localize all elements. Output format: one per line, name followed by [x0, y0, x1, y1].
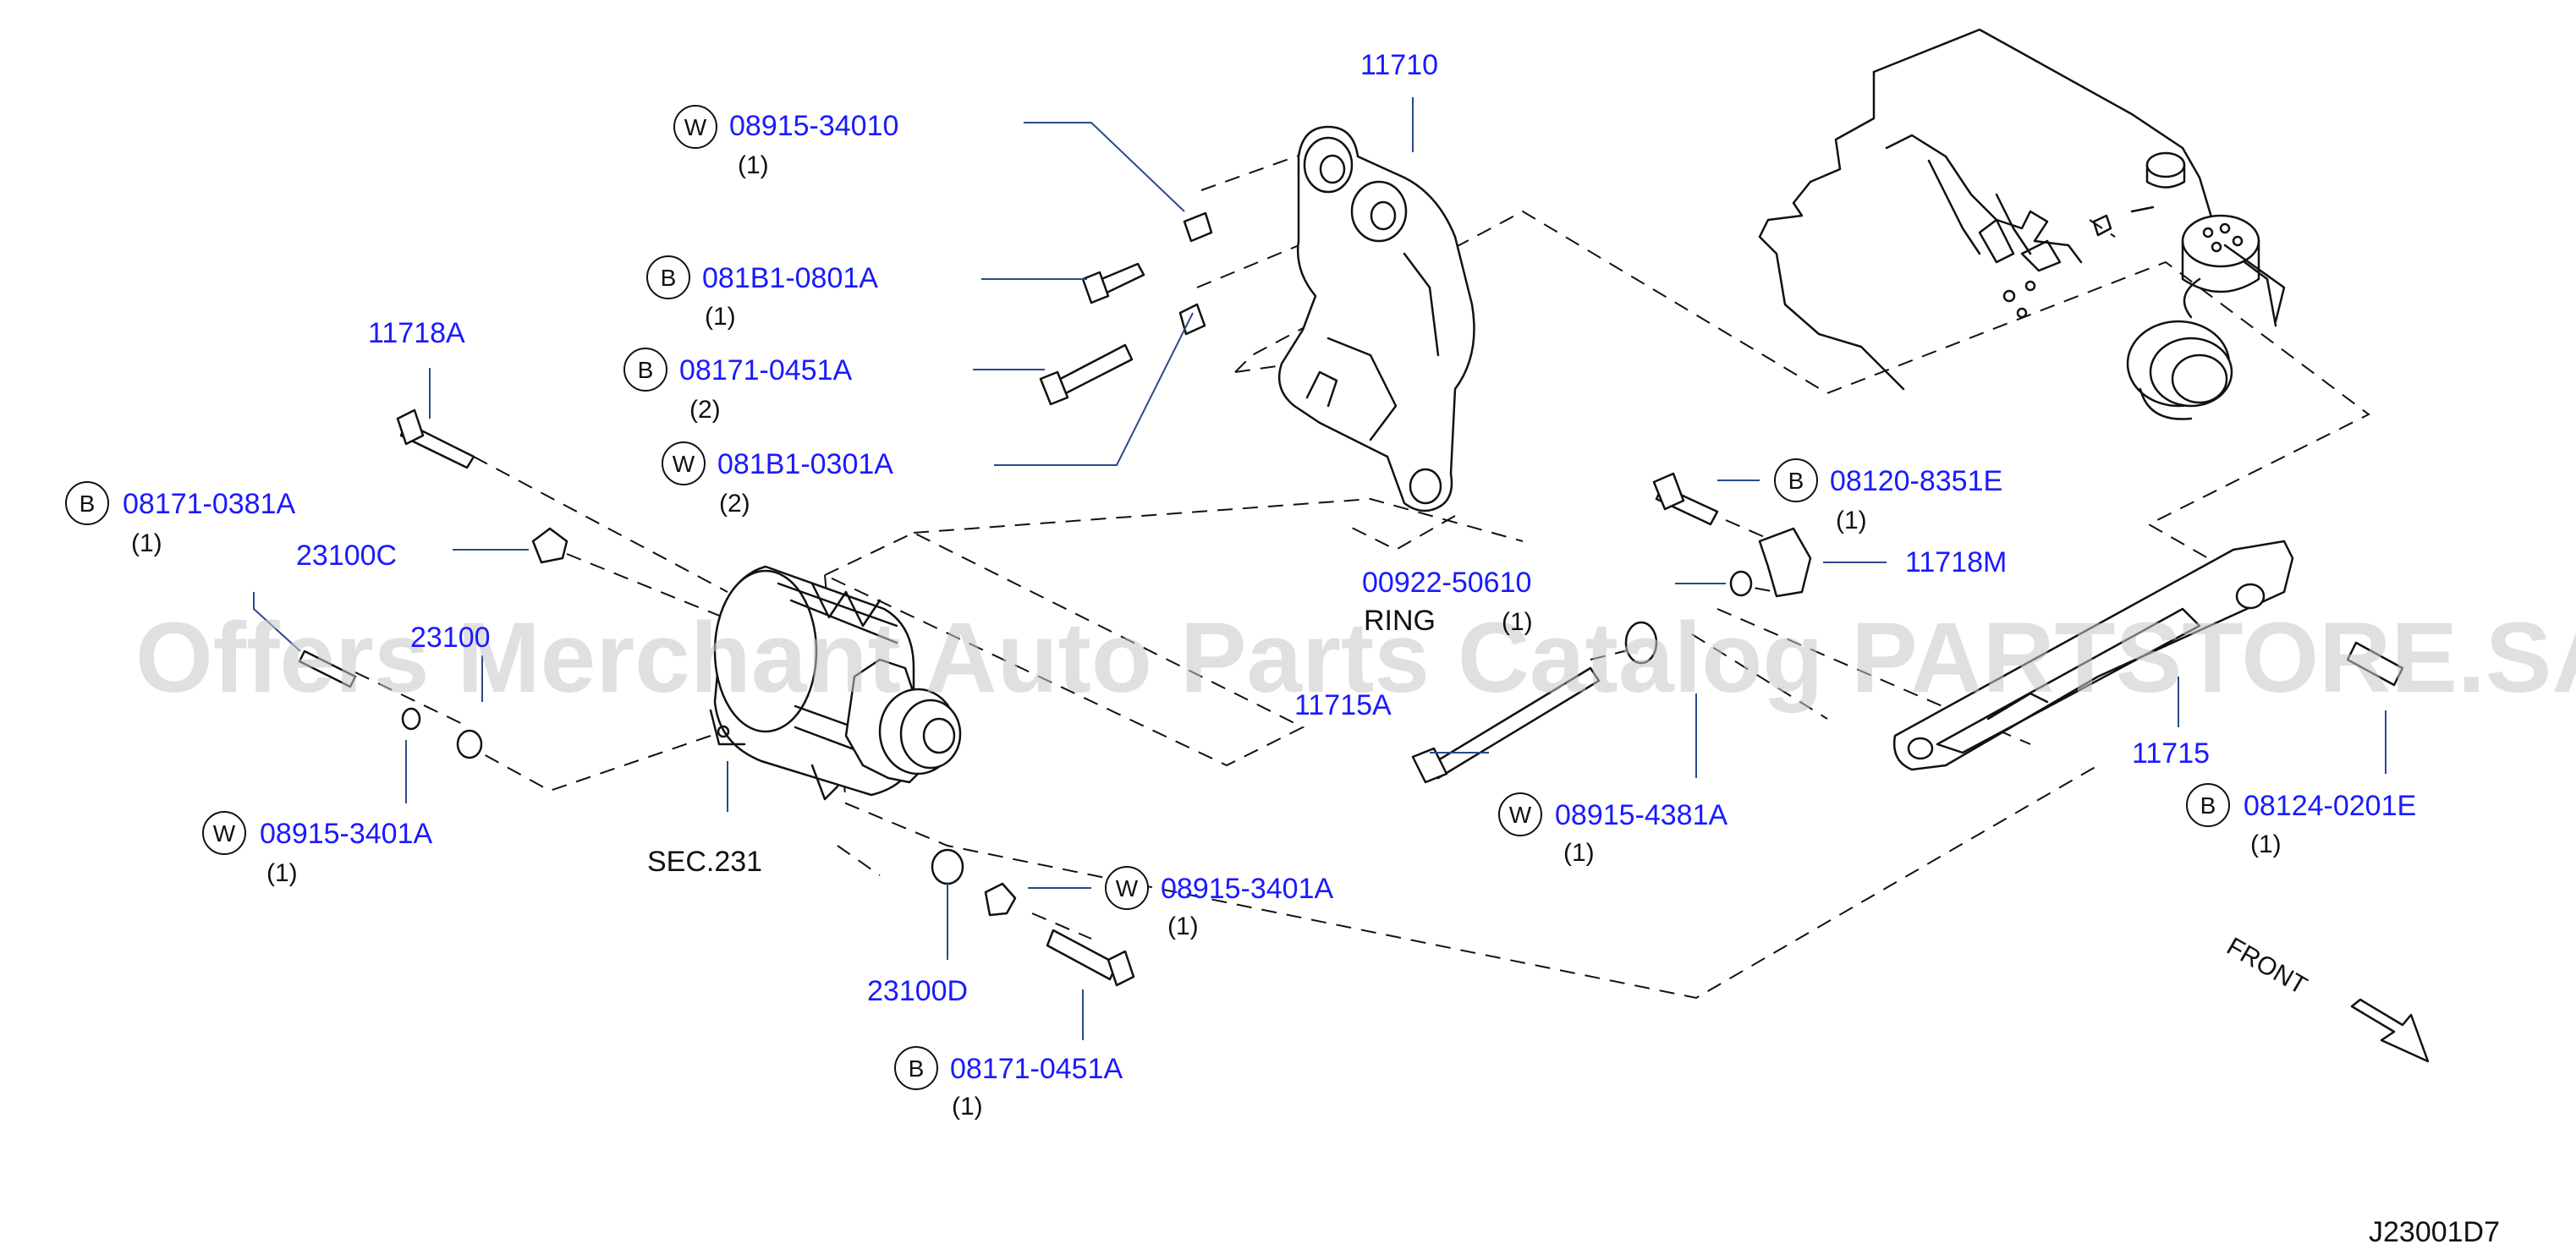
- part-number-link[interactable]: 081B1-0301A: [717, 448, 893, 480]
- part-quantity: (1): [705, 303, 736, 331]
- badge-letter: B: [2200, 792, 2216, 819]
- callout-w-08915-3401a-lower: W 08915-3401A (1): [1105, 866, 1334, 940]
- alternator-illustration: [709, 565, 962, 801]
- diagram-id: J23001D7: [2369, 1216, 2500, 1248]
- part-labels: 11710 11718A 23100C 23100 SEC.231 23100D…: [296, 49, 2500, 1248]
- washer-badge-icon: [673, 105, 717, 149]
- washer-badge-icon: [662, 441, 706, 485]
- callout-b-08171-0451a-top: B 08171-0451A (2): [623, 348, 853, 424]
- part-label-23100-partial[interactable]: 23100: [410, 622, 491, 654]
- part-quantity: (1): [2250, 830, 2282, 858]
- front-arrow-icon: [2350, 998, 2430, 1063]
- bolt-badge-icon: [646, 255, 690, 299]
- badge-letter: B: [661, 265, 677, 291]
- part-quantity: (1): [952, 1093, 983, 1121]
- part-label-23100d[interactable]: 23100D: [867, 975, 968, 1007]
- leader-lines: [253, 97, 2387, 1040]
- part-label-11718m[interactable]: 11718M: [1905, 546, 2007, 578]
- callout-b-08120-8351e: B 08120-8351E (1): [1774, 458, 2002, 534]
- dashed-outline: [913, 497, 1524, 542]
- bracket-11710-illustration: [1277, 125, 1475, 512]
- part-number-link[interactable]: 08124-0201E: [2244, 790, 2416, 822]
- fastener-illustrations: [298, 211, 2404, 987]
- part-label-11718a[interactable]: 11718A: [368, 317, 465, 349]
- washer-badge-icon: [1498, 792, 1542, 836]
- badge-letter: W: [673, 451, 695, 477]
- bolt-axis: [473, 456, 728, 593]
- badge-letter: W: [684, 114, 707, 140]
- part-label-11715[interactable]: 11715: [2132, 737, 2210, 770]
- front-direction-indicator: FRONT: [2222, 932, 2430, 1063]
- badge-letter: B: [80, 490, 96, 517]
- bolt-badge-icon: [623, 348, 667, 392]
- part-quantity: (2): [689, 396, 721, 424]
- badge-letter: W: [1116, 875, 1139, 902]
- callout-w-08915-3401a-left: W 08915-3401A (1): [202, 811, 433, 887]
- bracket-11715-illustration: [1892, 540, 2294, 771]
- badge-letter: B: [909, 1055, 925, 1082]
- ring-label: RING: [1364, 605, 1436, 637]
- part-number-link[interactable]: 08120-8351E: [1830, 465, 2002, 497]
- bolt-badge-icon: [2186, 783, 2230, 827]
- dashed-outline: [822, 531, 1305, 767]
- part-label-00922-50610[interactable]: 00922-50610: [1362, 567, 1531, 599]
- badge-letter: W: [213, 820, 236, 847]
- bolt-axis: [566, 553, 745, 627]
- part-number-link[interactable]: 081B1-0801A: [702, 262, 878, 294]
- part-number-link[interactable]: 08171-0451A: [679, 354, 853, 386]
- watermark-text: Offers Merchant Auto Parts Catalog PARTS…: [135, 602, 2576, 714]
- part-quantity: (1): [1563, 839, 1595, 867]
- callout-w-08915-34010: W 08915-34010 (1): [673, 105, 898, 179]
- part-number-link[interactable]: 08915-3401A: [260, 818, 433, 850]
- callout-w-081b1-0301a: W 081B1-0301A (2): [662, 441, 893, 518]
- part-number-link[interactable]: 08915-3401A: [1161, 873, 1334, 905]
- bolt-badge-icon: [1774, 458, 1818, 502]
- part-quantity: (2): [719, 490, 750, 518]
- callout-b-08171-0451a-lower: B 08171-0451A (1): [894, 1046, 1123, 1121]
- washer-badge-icon: [202, 811, 246, 855]
- part-number-link[interactable]: 08915-34010: [729, 110, 898, 142]
- dashed-outline: [1234, 210, 2370, 559]
- callout-b-08124-0201e: B 08124-0201E (1): [2186, 783, 2416, 858]
- callout-w-08915-4381a: W 08915-4381A (1): [1498, 792, 1728, 867]
- bolt-axis: [1031, 912, 1092, 940]
- badge-letter: W: [1509, 802, 1532, 828]
- bolt-badge-icon: [894, 1046, 938, 1090]
- part-label-23100c[interactable]: 23100C: [296, 540, 397, 572]
- part-quantity: (1): [1167, 912, 1199, 940]
- dashed-outline: [837, 845, 881, 876]
- part-number-link[interactable]: 08915-4381A: [1555, 799, 1728, 831]
- part-label-11710[interactable]: 11710: [1360, 49, 1438, 81]
- ring-quantity: (1): [1502, 608, 1533, 636]
- dashed-outline: [1691, 633, 1828, 720]
- engine-block-illustration: [1758, 28, 2286, 420]
- callout-b-081b1-0801a: B 081B1-0801A (1): [646, 255, 878, 331]
- dashed-outline: [464, 735, 711, 792]
- callout-b-08171-0381a: B 08171-0381A (1): [65, 481, 296, 557]
- part-quantity: (1): [266, 859, 298, 887]
- part-number-link[interactable]: 08171-0451A: [950, 1053, 1123, 1085]
- part-quantity: (1): [738, 151, 769, 179]
- part-label-11715a[interactable]: 11715A: [1294, 689, 1392, 721]
- part-quantity: (1): [131, 529, 162, 557]
- part-number-link[interactable]: 08171-0381A: [123, 488, 296, 520]
- bolt-axis: [354, 671, 470, 728]
- washer-badge-icon: [1105, 866, 1149, 910]
- section-ref-sec231: SEC.231: [647, 846, 762, 878]
- bolt-badge-icon: [65, 481, 109, 525]
- badge-letter: B: [1788, 468, 1804, 494]
- part-quantity: (1): [1836, 507, 1867, 534]
- front-label: FRONT: [2222, 932, 2312, 1000]
- badge-letter: B: [638, 357, 654, 383]
- dashed-outline: [1344, 515, 1456, 551]
